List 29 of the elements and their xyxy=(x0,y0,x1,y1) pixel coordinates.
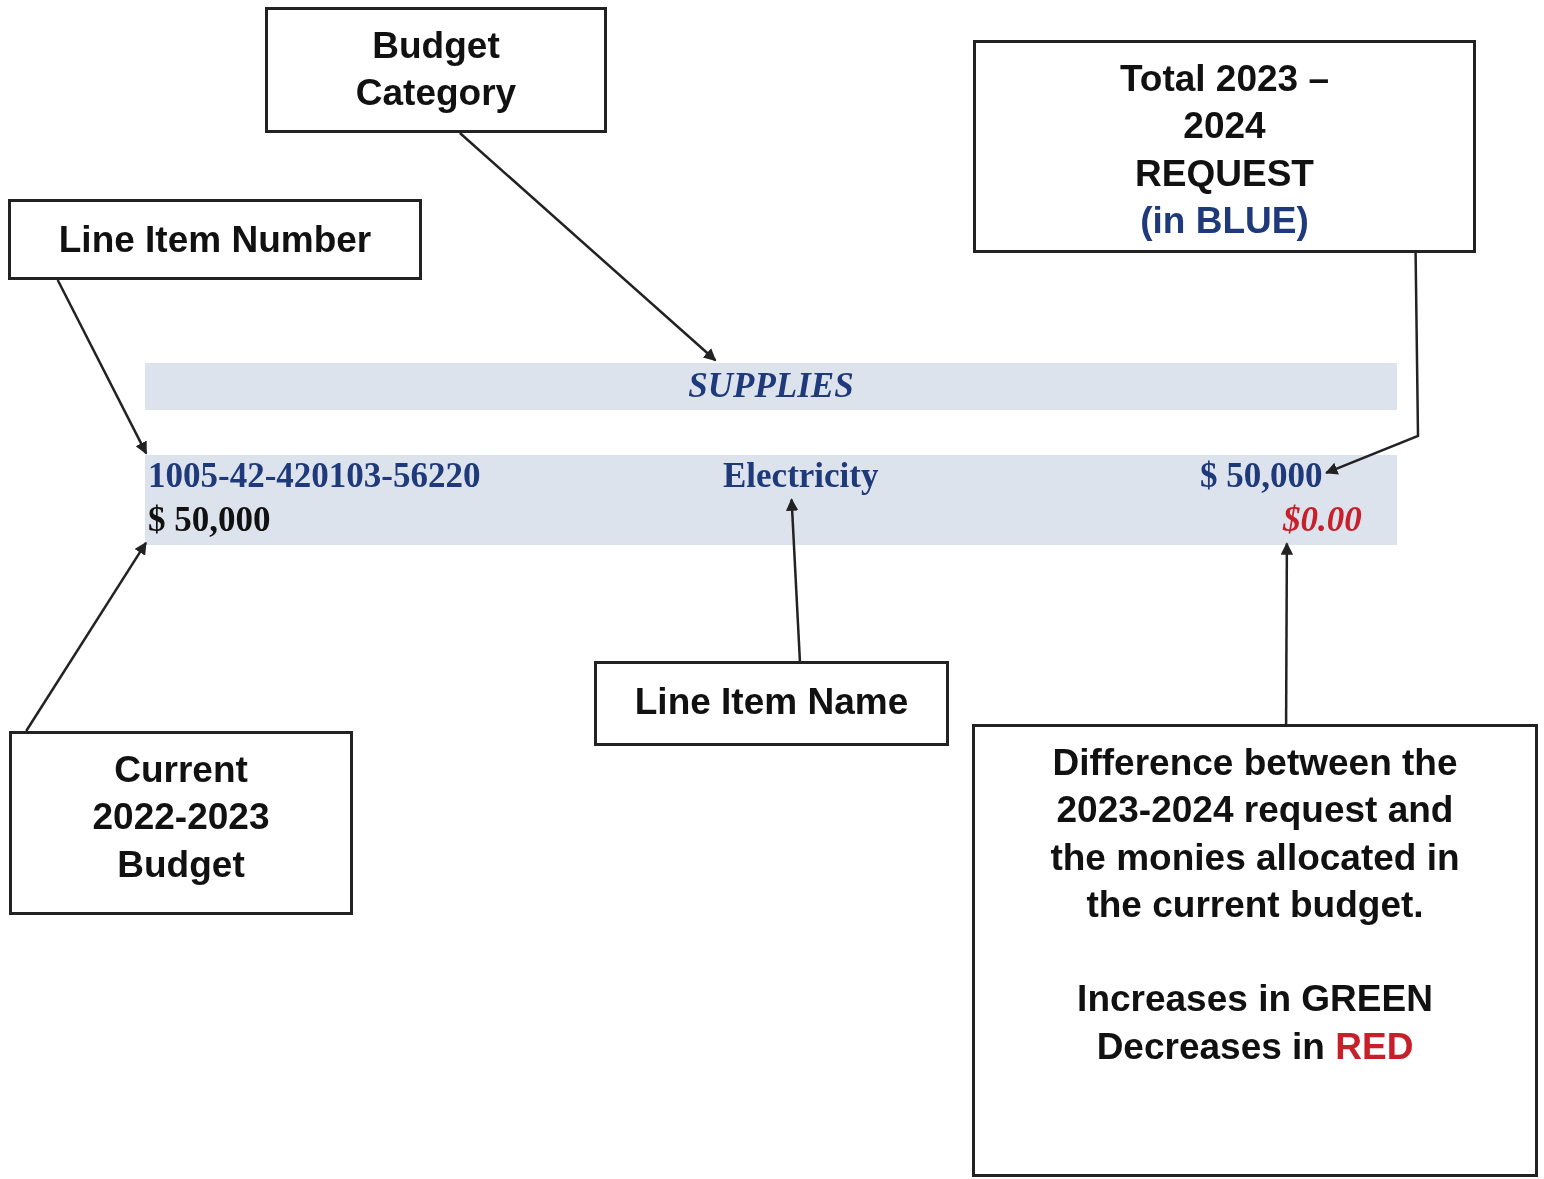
callout-text: Budget Category xyxy=(354,24,518,116)
arrow xyxy=(1280,542,1294,724)
arrow xyxy=(1325,253,1420,475)
callout-box xyxy=(972,724,1538,1177)
callout-box xyxy=(9,731,353,915)
callout-box xyxy=(265,7,607,133)
callout-text: (in BLUE) xyxy=(1139,199,1310,244)
arrow xyxy=(459,132,717,362)
callout-text: Difference between the 2023-2024 request and the monies allocated in the current budget. xyxy=(1049,741,1461,928)
arrow xyxy=(785,498,802,662)
arrow xyxy=(25,541,147,732)
callout-box xyxy=(973,40,1476,253)
amount-text: $0.00 xyxy=(1283,501,1362,540)
item-name-text: Electricity xyxy=(723,457,879,496)
category-band xyxy=(145,363,1397,410)
callout-text: Line Item Name xyxy=(633,680,910,724)
table-row-band xyxy=(145,455,1397,545)
amount-text: $ 50,000 xyxy=(148,501,271,540)
amount-text: $ 50,000 xyxy=(1200,457,1323,496)
callout-text: Line Item Number xyxy=(57,218,373,262)
callout-text: Current 2022-2023 Budget xyxy=(91,748,271,887)
callout-text: Decreases in RED xyxy=(1095,1024,1415,1069)
callout-text: Total 2023 – 2024 REQUEST xyxy=(1118,57,1331,196)
callout-box xyxy=(594,661,949,746)
callout-text: Increases in GREEN xyxy=(1076,977,1434,1022)
arrow xyxy=(56,279,148,455)
category-heading: SUPPLIES xyxy=(688,367,854,406)
account-number-text: 1005-42-420103-56220 xyxy=(148,457,481,496)
callout-box xyxy=(8,199,422,280)
